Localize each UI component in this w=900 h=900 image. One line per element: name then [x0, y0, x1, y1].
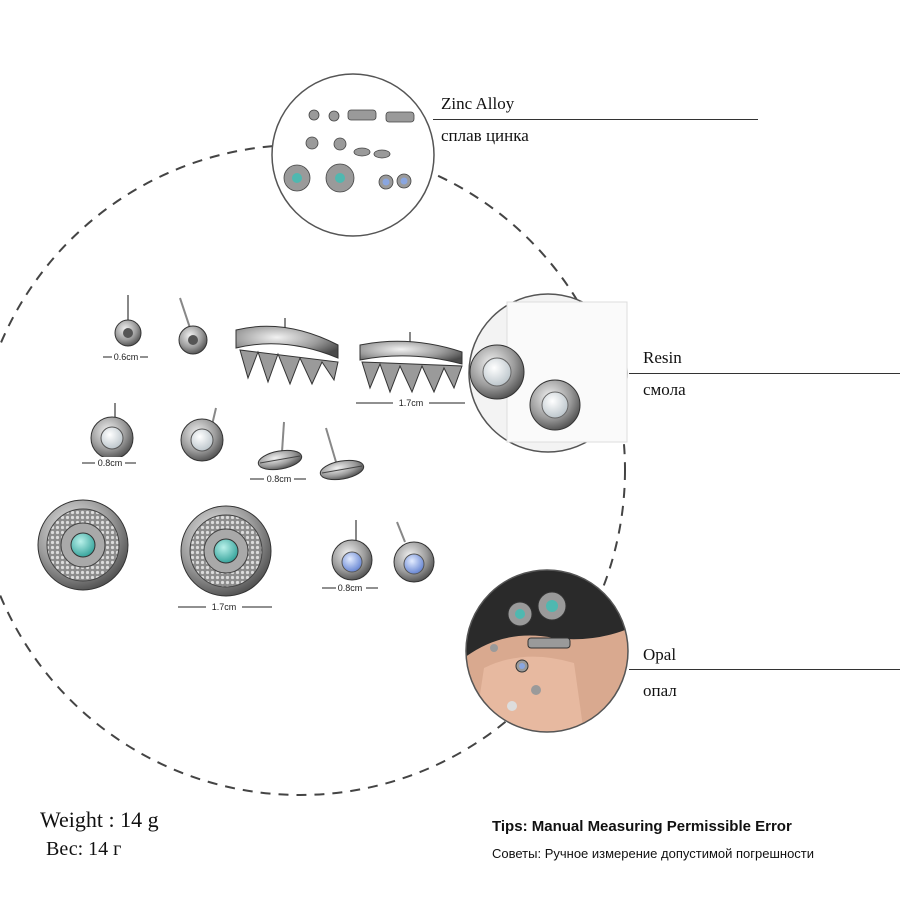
divider-zinc	[433, 119, 758, 120]
zinc-alloy-inset	[271, 73, 435, 237]
small-flower-earring-left	[114, 295, 142, 347]
weight-ru: Вес: 14 г	[46, 838, 122, 860]
blue-stone-earring-right	[393, 521, 435, 583]
white-stone-earring-right	[180, 407, 224, 462]
small-flower-earring-right	[178, 297, 208, 355]
weight-en: Weight : 14 g	[40, 807, 159, 832]
medallion-earring-left	[37, 499, 129, 591]
dim-small-flower: 0.6cm	[114, 352, 139, 362]
divider-resin	[629, 373, 900, 374]
material-label-resin-ru: смола	[643, 380, 686, 399]
dim-round-stone: 0.8cm	[98, 458, 123, 468]
white-stone-earring-left	[90, 403, 134, 460]
material-label-opal-en: Opal	[643, 645, 677, 664]
divider-opal	[629, 669, 900, 670]
medallion-earring-right	[180, 505, 272, 597]
material-label-zinc-en: Zinc Alloy	[441, 94, 515, 113]
material-label-resin-en: Resin	[643, 348, 682, 367]
opal-hand-inset	[465, 569, 629, 733]
resin-inset	[468, 293, 628, 453]
material-label-opal-ru: опал	[643, 681, 677, 700]
material-label-zinc-ru: сплав цинка	[441, 126, 529, 145]
dim-climber: 1.7cm	[399, 398, 424, 408]
climber-earring-left	[235, 318, 339, 386]
dim-blue-stone: 0.8cm	[338, 583, 363, 593]
climber-earring-right	[359, 332, 463, 394]
tips-ru: Советы: Ручное измерение допустимой погр…	[492, 846, 815, 861]
dim-large-medallion: 1.7cm	[212, 602, 237, 612]
blue-stone-earring-left	[331, 520, 373, 581]
leaf-earring-right	[319, 427, 365, 481]
dim-leaf: 0.8cm	[267, 474, 292, 484]
tips-en: Tips: Manual Measuring Permissible Error	[492, 818, 792, 835]
leaf-earring-left	[257, 421, 303, 471]
